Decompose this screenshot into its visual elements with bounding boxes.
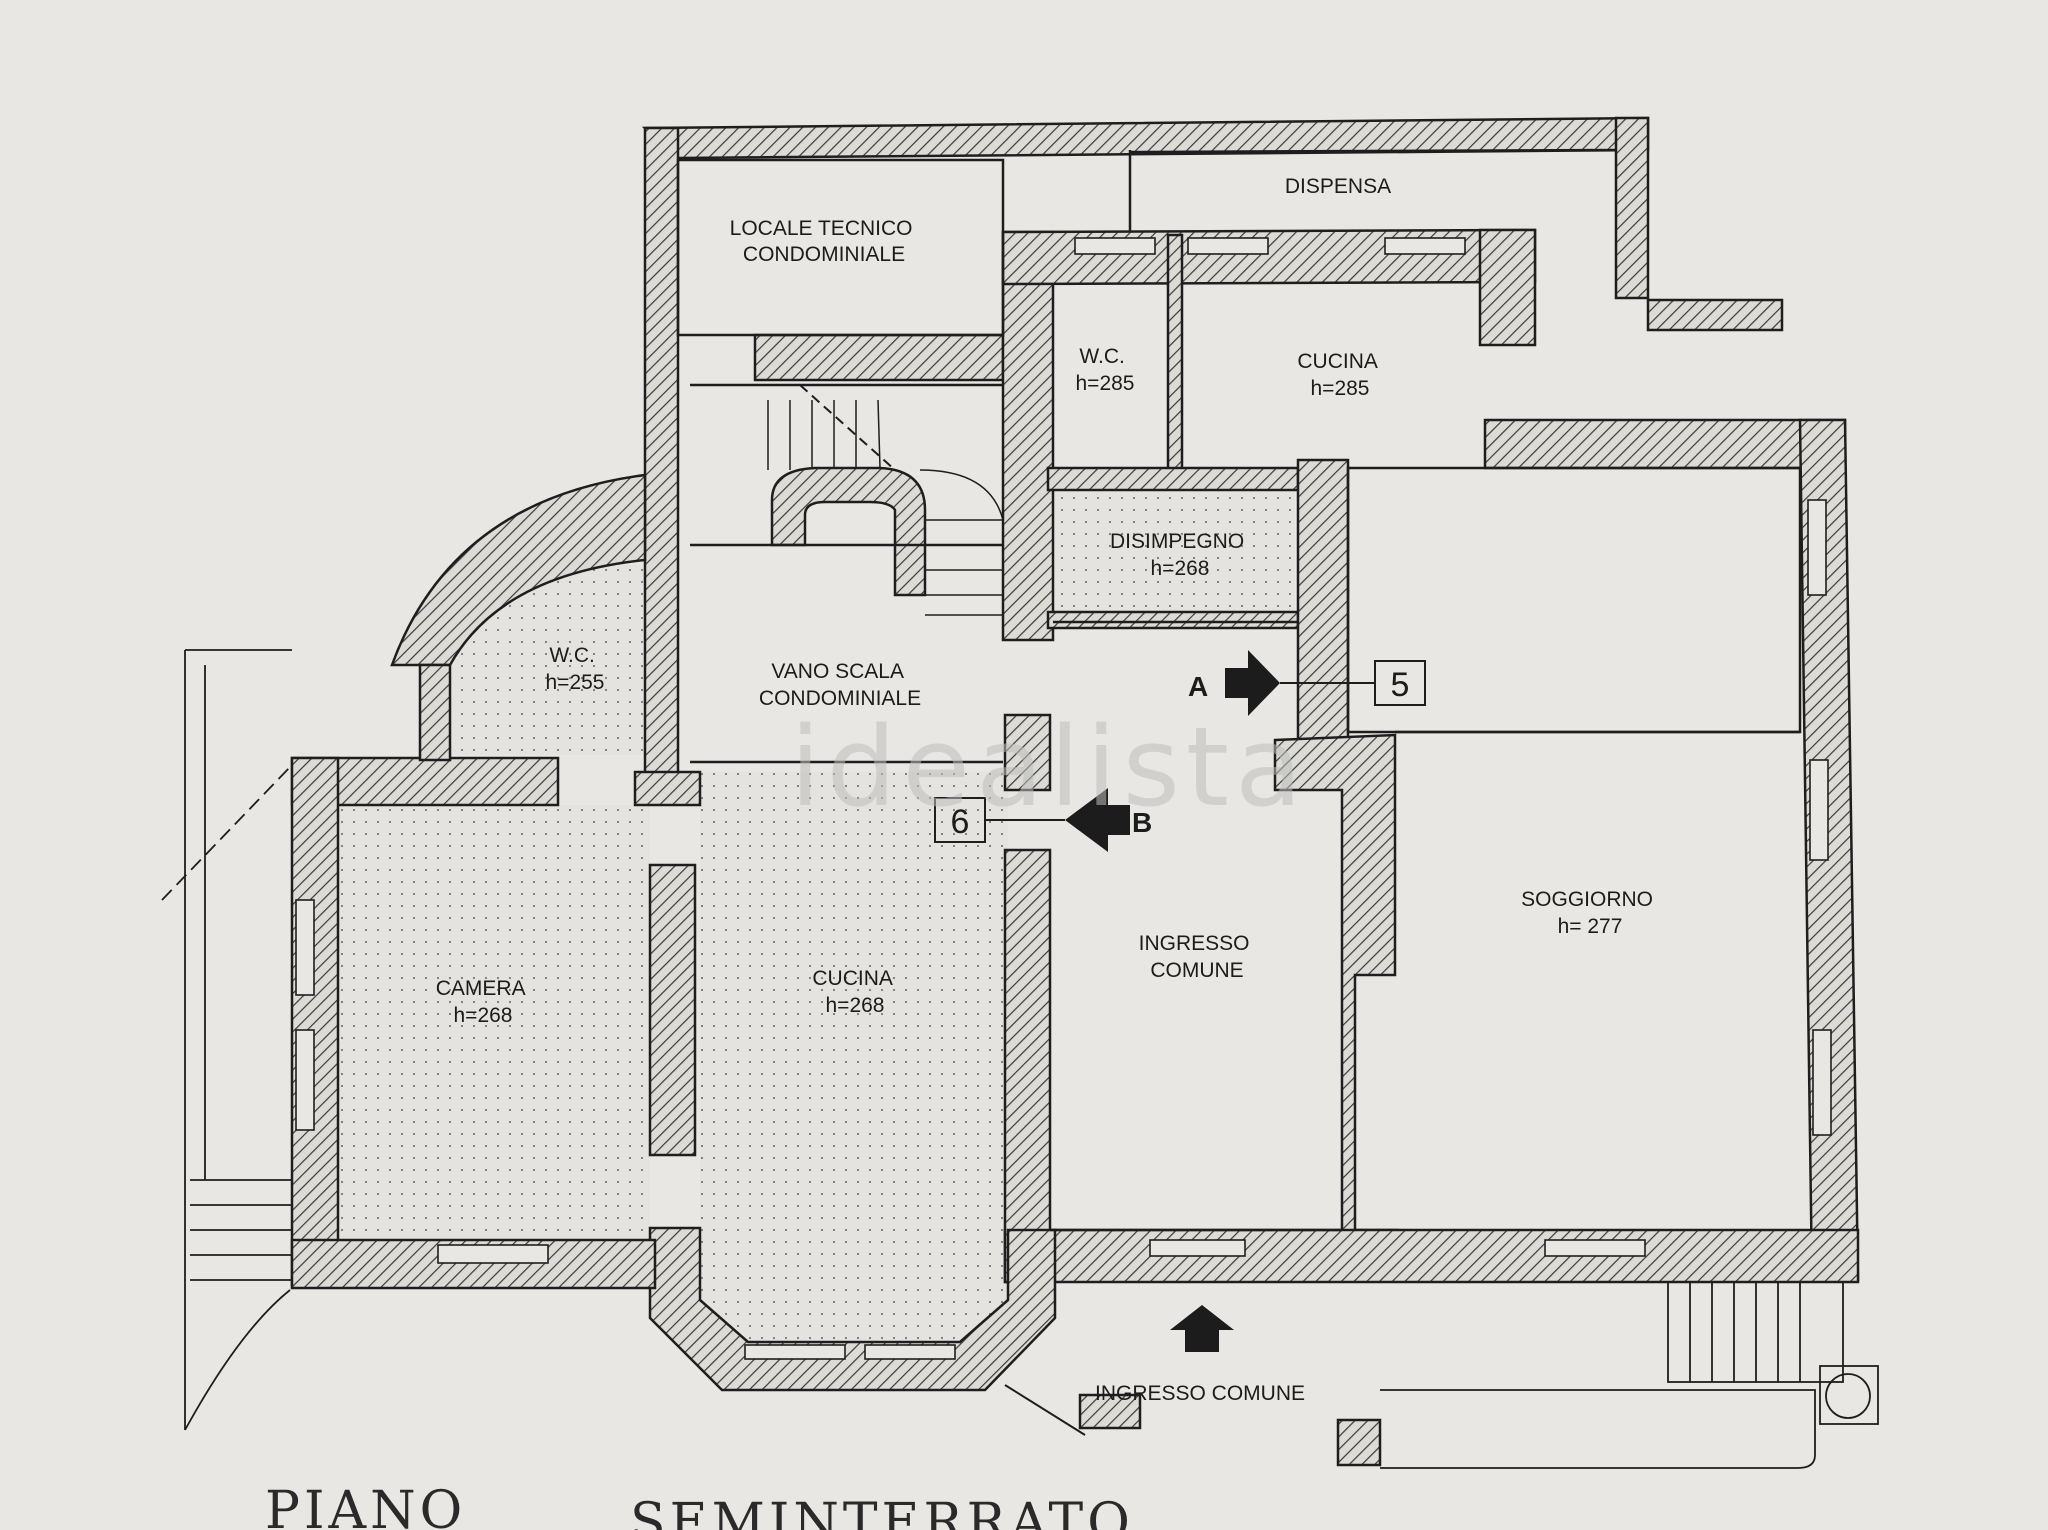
wall-camera-left bbox=[290, 756, 340, 1287]
label-entrance: INGRESSO COMUNE bbox=[1095, 1382, 1305, 1405]
handwritten-caption: PIANO SEMINTERRATO bbox=[265, 1481, 1134, 1530]
camera-floor bbox=[338, 805, 650, 1240]
ref-letter-b: B bbox=[1132, 807, 1152, 838]
wall-locale-bottom bbox=[753, 333, 1005, 382]
soggiorno-upper-room bbox=[1346, 466, 1802, 734]
locale-tecnico-room bbox=[676, 158, 1005, 337]
wall-wc-curved bbox=[390, 473, 647, 667]
label-wc-left: W.C. h=255 bbox=[546, 644, 605, 694]
tiled-floors bbox=[338, 492, 1295, 1340]
exterior-stair-right bbox=[1380, 1281, 1879, 1469]
wall-camera-kitchen-partition bbox=[648, 863, 697, 1157]
label-dispensa: DISPENSA bbox=[1285, 175, 1391, 198]
label-disimpegno: DISIMPEGNO h=268 bbox=[1110, 530, 1250, 580]
label-cucina-main: CUCINA h=268 bbox=[812, 967, 897, 1017]
wall-wc-left-vertical bbox=[418, 663, 452, 762]
label-vano-scala: VANO SCALA CONDOMINIALE bbox=[759, 660, 921, 710]
section-marker-b: B 6 bbox=[934, 788, 1152, 852]
wall-stub-b bbox=[1336, 1418, 1382, 1467]
ref-box-6 bbox=[934, 797, 986, 843]
caption-word-2: SEMINTERRATO bbox=[630, 1493, 1134, 1530]
label-soggiorno: SOGGIORNO h= 277 bbox=[1521, 888, 1659, 938]
label-wc-top: W.C. h=285 bbox=[1076, 345, 1135, 395]
section-marker-a: A 5 bbox=[1188, 650, 1426, 716]
stair-cut-line bbox=[799, 384, 896, 471]
ref-letter-a: A bbox=[1188, 671, 1208, 702]
windows bbox=[295, 237, 1832, 1360]
wall-camera-kitchen-top bbox=[633, 770, 702, 807]
disimpegno-floor bbox=[1050, 492, 1295, 612]
wall-stair-left bbox=[643, 126, 680, 777]
wall-ingresso-left bbox=[1003, 848, 1052, 1284]
ref-number-5: 5 bbox=[1391, 666, 1410, 704]
ref-number-6: 6 bbox=[951, 803, 970, 841]
label-ingresso-comune-room: INGRESSO COMUNE bbox=[1139, 932, 1256, 982]
entrance-path bbox=[1004, 1384, 1086, 1436]
watermark: idealista bbox=[790, 703, 1308, 831]
partition-lines bbox=[161, 148, 1879, 1469]
column-circle bbox=[1825, 1373, 1871, 1419]
wall-upper-right bbox=[1478, 228, 1537, 347]
wall-cucina-right-upper bbox=[1003, 713, 1052, 792]
wall-wc-cucina bbox=[1166, 233, 1184, 480]
wall-top-right bbox=[1614, 116, 1650, 300]
ref-box-5 bbox=[1374, 660, 1426, 706]
wall-disimpegno-bottom bbox=[1046, 610, 1300, 630]
stair-treads bbox=[767, 399, 1004, 616]
arrow-up-icon bbox=[1170, 1305, 1234, 1352]
caption-word-1: PIANO bbox=[265, 1481, 466, 1530]
wall-bottom-right bbox=[1003, 1228, 1860, 1284]
line-dispensa-top bbox=[1129, 148, 1617, 154]
arrow-a-icon bbox=[1225, 650, 1280, 716]
wall-stair-right bbox=[1001, 230, 1055, 642]
room-labels: LOCALE TECNICO CONDOMINIALE DISPENSA W.C… bbox=[436, 175, 1659, 1405]
wall-top-right-stub bbox=[1646, 298, 1784, 332]
arrow-b-icon bbox=[1065, 788, 1130, 852]
exterior-stair-left bbox=[161, 649, 293, 1431]
wall-stub-a bbox=[1078, 1393, 1142, 1430]
wall-soggiorno-top bbox=[1483, 418, 1847, 470]
wall-disimpegno-top bbox=[1046, 466, 1300, 492]
wall-camera-bottom bbox=[290, 1238, 657, 1290]
cucina-main-floor bbox=[700, 772, 1008, 1340]
label-locale-tecnico: LOCALE TECNICO CONDOMINIALE bbox=[730, 217, 919, 266]
label-cucina-top: CUCINA h=285 bbox=[1297, 350, 1382, 400]
label-camera: CAMERA h=268 bbox=[436, 977, 531, 1027]
entrance-arrow bbox=[1170, 1305, 1234, 1352]
